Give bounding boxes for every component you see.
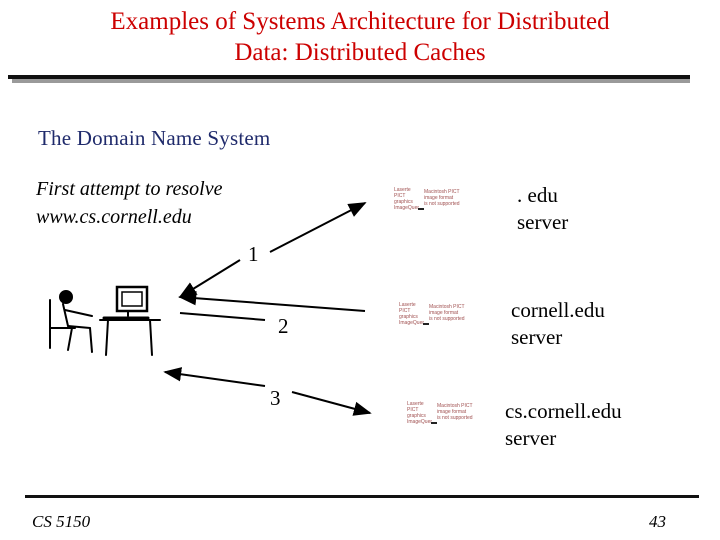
title-rule: [8, 75, 690, 79]
placeholder-text: graphics: [394, 199, 413, 205]
cornell-server-image: Laserte PICT graphics ImageQuer Macintos…: [399, 302, 475, 336]
placeholder-text: image format: [424, 195, 454, 201]
footer-rule: [25, 495, 699, 498]
step-label-3: 3: [270, 386, 281, 410]
edu-server-image: Laserte PICT graphics ImageQuer Macintos…: [394, 187, 470, 221]
cornell-server-label-line-1: cornell.edu: [511, 298, 605, 322]
cornell-server-label-line-2: server: [511, 325, 563, 349]
cs-server-image: Laserte PICT graphics ImageQuer Macintos…: [407, 401, 483, 435]
placeholder-text: Laserte PICT: [399, 302, 416, 314]
page-number: 43: [649, 512, 666, 531]
placeholder-dash: [431, 422, 437, 424]
placeholder-text: graphics: [407, 413, 426, 419]
caption-line-1: First attempt to resolve: [36, 178, 223, 200]
arrow-step-2-lower: [179, 312, 266, 321]
cs-server-label-line-1: cs.cornell.edu: [505, 399, 622, 423]
slide-title: Examples of Systems Architecture for Dis…: [0, 6, 720, 68]
arrow-step-1-upper: [269, 202, 367, 253]
placeholder-text: Laserte PICT: [394, 187, 411, 199]
edu-server-label: . edu server: [517, 182, 568, 236]
placeholder-text: Macintosh PICT: [429, 304, 465, 310]
course-label: CS 5150: [32, 512, 91, 531]
placeholder-dash: [423, 323, 429, 325]
placeholder-text: is not supported: [429, 316, 465, 322]
placeholder-dash: [418, 208, 424, 210]
arrow-step-3-upper: [163, 367, 266, 387]
cornell-server-label: cornell.edu server: [511, 297, 605, 351]
placeholder-text: graphics: [399, 314, 418, 320]
placeholder-text: Macintosh PICT: [437, 403, 473, 409]
edu-server-label-line-2: server: [517, 210, 569, 234]
caption-line-2: www.cs.cornell.edu: [36, 206, 192, 228]
edu-server-label-line-1: . edu: [517, 183, 558, 207]
step-label-1: 1: [248, 242, 259, 266]
placeholder-text: is not supported: [437, 415, 473, 421]
step-label-2: 2: [278, 314, 289, 338]
caption: First attempt to resolve www.cs.cornell.…: [36, 175, 222, 231]
arrow-step-1-lower: [178, 259, 241, 298]
placeholder-text: image format: [437, 409, 467, 415]
arrow-step-3-lower: [291, 391, 372, 416]
title-rule-shadow: [12, 78, 690, 83]
placeholder-text: is not supported: [424, 201, 460, 207]
arrow-step-2-upper: [178, 291, 366, 312]
placeholder-text: ImageQuer: [394, 205, 420, 211]
cs-server-label: cs.cornell.edu server: [505, 398, 622, 452]
placeholder-text: image format: [429, 310, 459, 316]
cs-server-label-line-2: server: [505, 426, 557, 450]
slide-title-line-2: Data: Distributed Caches: [234, 39, 486, 66]
placeholder-text: Macintosh PICT: [424, 189, 460, 195]
subtitle: The Domain Name System: [38, 126, 271, 150]
slide-title-line-1: Examples of Systems Architecture for Dis…: [110, 8, 610, 35]
placeholder-text: ImageQuer: [399, 320, 425, 326]
placeholder-text: Laserte PICT: [407, 401, 424, 413]
placeholder-text: ImageQuer: [407, 419, 433, 425]
person-at-computer-icon: [49, 285, 161, 356]
